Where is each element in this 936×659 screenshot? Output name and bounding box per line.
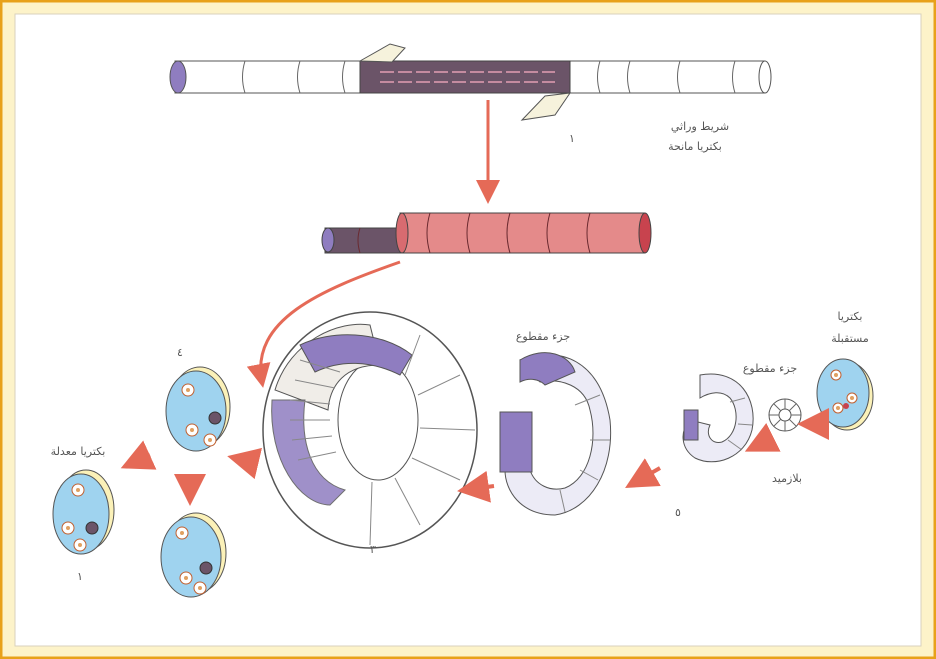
label-number-top: ١ xyxy=(569,132,575,145)
label-number-left-top: ٤ xyxy=(177,346,183,359)
label-number-left-bottom: ١ xyxy=(77,570,83,583)
label-cut-piece-right: جزء مقطوع xyxy=(743,362,797,375)
label-cut-piece-middle: جزء مقطوع xyxy=(516,330,570,343)
label-donor-bacteria: بكتريا مانحة xyxy=(668,140,722,153)
dna-cut-segment xyxy=(360,61,570,93)
label-number-ring: ٣ xyxy=(370,543,376,556)
label-recipient-bacteria-2: مستقبلة xyxy=(831,332,869,345)
label-dna-strand: شريط وراثي xyxy=(671,120,729,133)
label-plasmid: بلازميد xyxy=(772,472,802,485)
inner-panel xyxy=(15,14,921,646)
label-modified-bacteria: بكتريا معدلة xyxy=(51,445,106,458)
label-recipient-bacteria-1: بكتريا xyxy=(838,310,863,323)
recombinant-plasmid-ring xyxy=(263,312,477,548)
label-number-right-bottom: ٥ xyxy=(675,506,681,519)
